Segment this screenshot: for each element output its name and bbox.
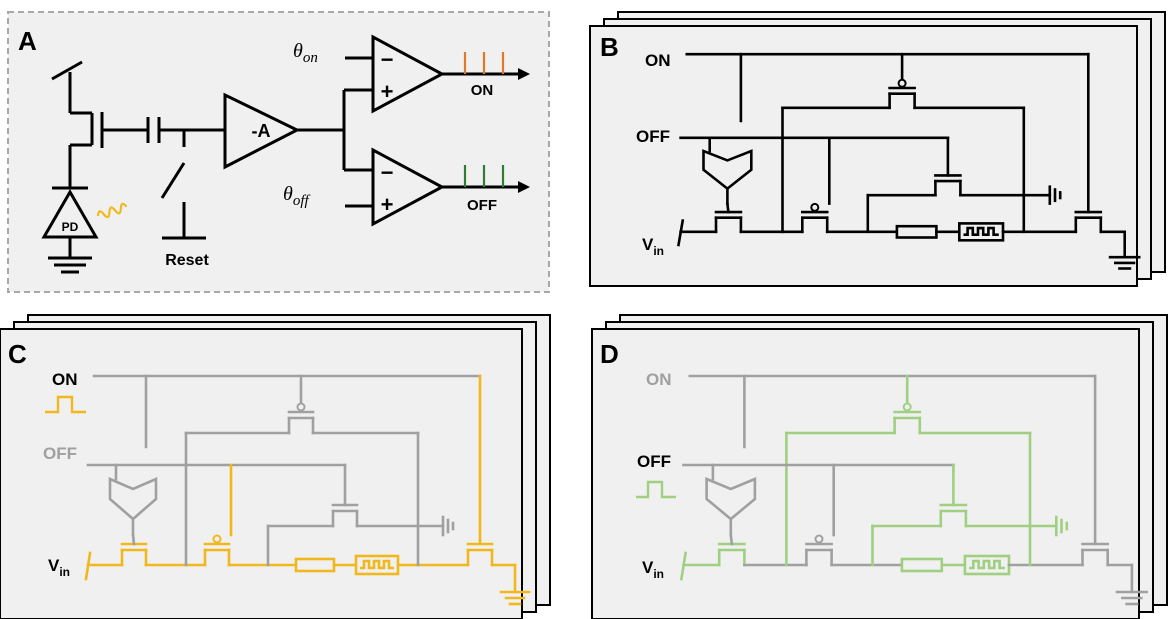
fet-top-bubble: [296, 402, 306, 412]
off-label-d: OFF: [637, 452, 671, 471]
circuit-c: [84, 374, 531, 606]
off-plus-sign: +: [381, 192, 394, 217]
or-gate: [702, 149, 753, 191]
fet-top-bubble: [897, 78, 907, 88]
resistor: [900, 557, 944, 573]
on-spikes: [463, 52, 505, 74]
vin-label-b: Vin: [642, 235, 664, 258]
on-comparator: [345, 34, 522, 114]
reset-label: Reset: [165, 252, 209, 269]
off-minus-sign: −: [381, 160, 394, 185]
on-pulse-icon: [45, 395, 86, 414]
memristor: [957, 222, 1005, 242]
memristor-zigzag: [969, 559, 1005, 570]
theta-off-label: θoff: [283, 183, 310, 209]
off-comparator: [345, 147, 522, 227]
fet-2-bubble: [810, 202, 820, 212]
resistor: [895, 224, 938, 239]
memristor: [963, 554, 1011, 576]
amp-gain-label: -A: [252, 121, 271, 141]
off-arrow-icon: [518, 181, 530, 193]
amplifier: [223, 88, 373, 172]
or-gate: [705, 477, 757, 521]
resistor: [294, 557, 336, 573]
on-minus-sign: −: [381, 47, 394, 72]
fet-top-bubble: [902, 402, 912, 412]
panel-b: B ON OFF Vin: [589, 11, 1166, 287]
off-label-c: OFF: [43, 444, 77, 463]
theta-on-label: θon: [293, 40, 318, 66]
fet-2-bubble: [814, 534, 824, 544]
or-to-fet1: [725, 202, 730, 214]
panel-c: C ON OFF Vin: [0, 314, 551, 619]
on-label-c: ON: [52, 370, 78, 389]
vin-label-c: Vin: [48, 556, 70, 579]
on-label-d: ON: [646, 370, 672, 389]
fet-2-bubble: [212, 534, 222, 544]
memristor-zigzag: [963, 226, 999, 236]
panel-d: D ON OFF Vin: [591, 314, 1168, 619]
off-label-b: OFF: [636, 127, 670, 146]
memristor-zigzag: [360, 559, 394, 570]
circuit-b: [676, 52, 1141, 270]
panel-a: A: [7, 11, 550, 293]
photodiode-label: PD: [62, 220, 79, 234]
panel-label-c: C: [8, 339, 27, 369]
or-gate: [108, 477, 158, 521]
off-output-label: OFF: [467, 197, 497, 214]
pixel-front-end: [41, 60, 225, 274]
on-output-label: ON: [471, 82, 494, 99]
light-wave-icon: [96, 202, 128, 219]
on-arrow-icon: [518, 68, 530, 80]
memristor: [354, 554, 400, 576]
vin-label-d: Vin: [642, 558, 664, 581]
or-to-fet1: [131, 533, 136, 546]
off-pulse-icon: [636, 480, 676, 499]
on-label-b: ON: [645, 51, 671, 70]
on-plus-sign: +: [381, 79, 394, 104]
panel-label-a: A: [18, 26, 37, 56]
panel-label-b: B: [600, 32, 619, 62]
panel-label-d: D: [600, 339, 619, 369]
or-to-fet1: [729, 533, 734, 546]
off-spikes: [463, 165, 505, 187]
circuit-d: [679, 374, 1148, 606]
